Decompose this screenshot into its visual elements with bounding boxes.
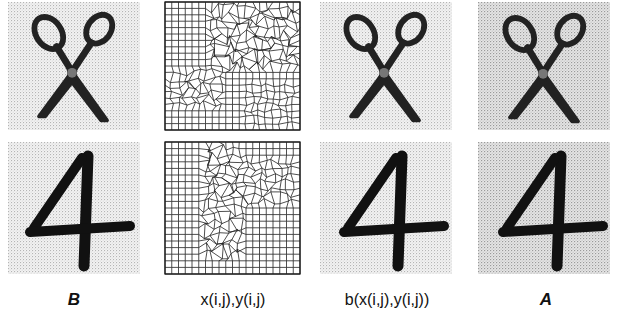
warp-grid [165,142,300,274]
panel-label: B [68,290,80,310]
image-a-scissors [478,2,610,130]
panel-label: b(x(i,j),y(i,j)) [345,290,429,310]
warp-grid [165,2,300,130]
image-b-scissors [8,2,140,130]
panel-label: x(i,j),y(i,j) [201,290,266,310]
warped-four [320,142,452,274]
warped-scissors [320,2,452,130]
image-a-four [478,142,610,274]
panel-label: A [540,290,552,310]
image-b-four [8,142,140,274]
